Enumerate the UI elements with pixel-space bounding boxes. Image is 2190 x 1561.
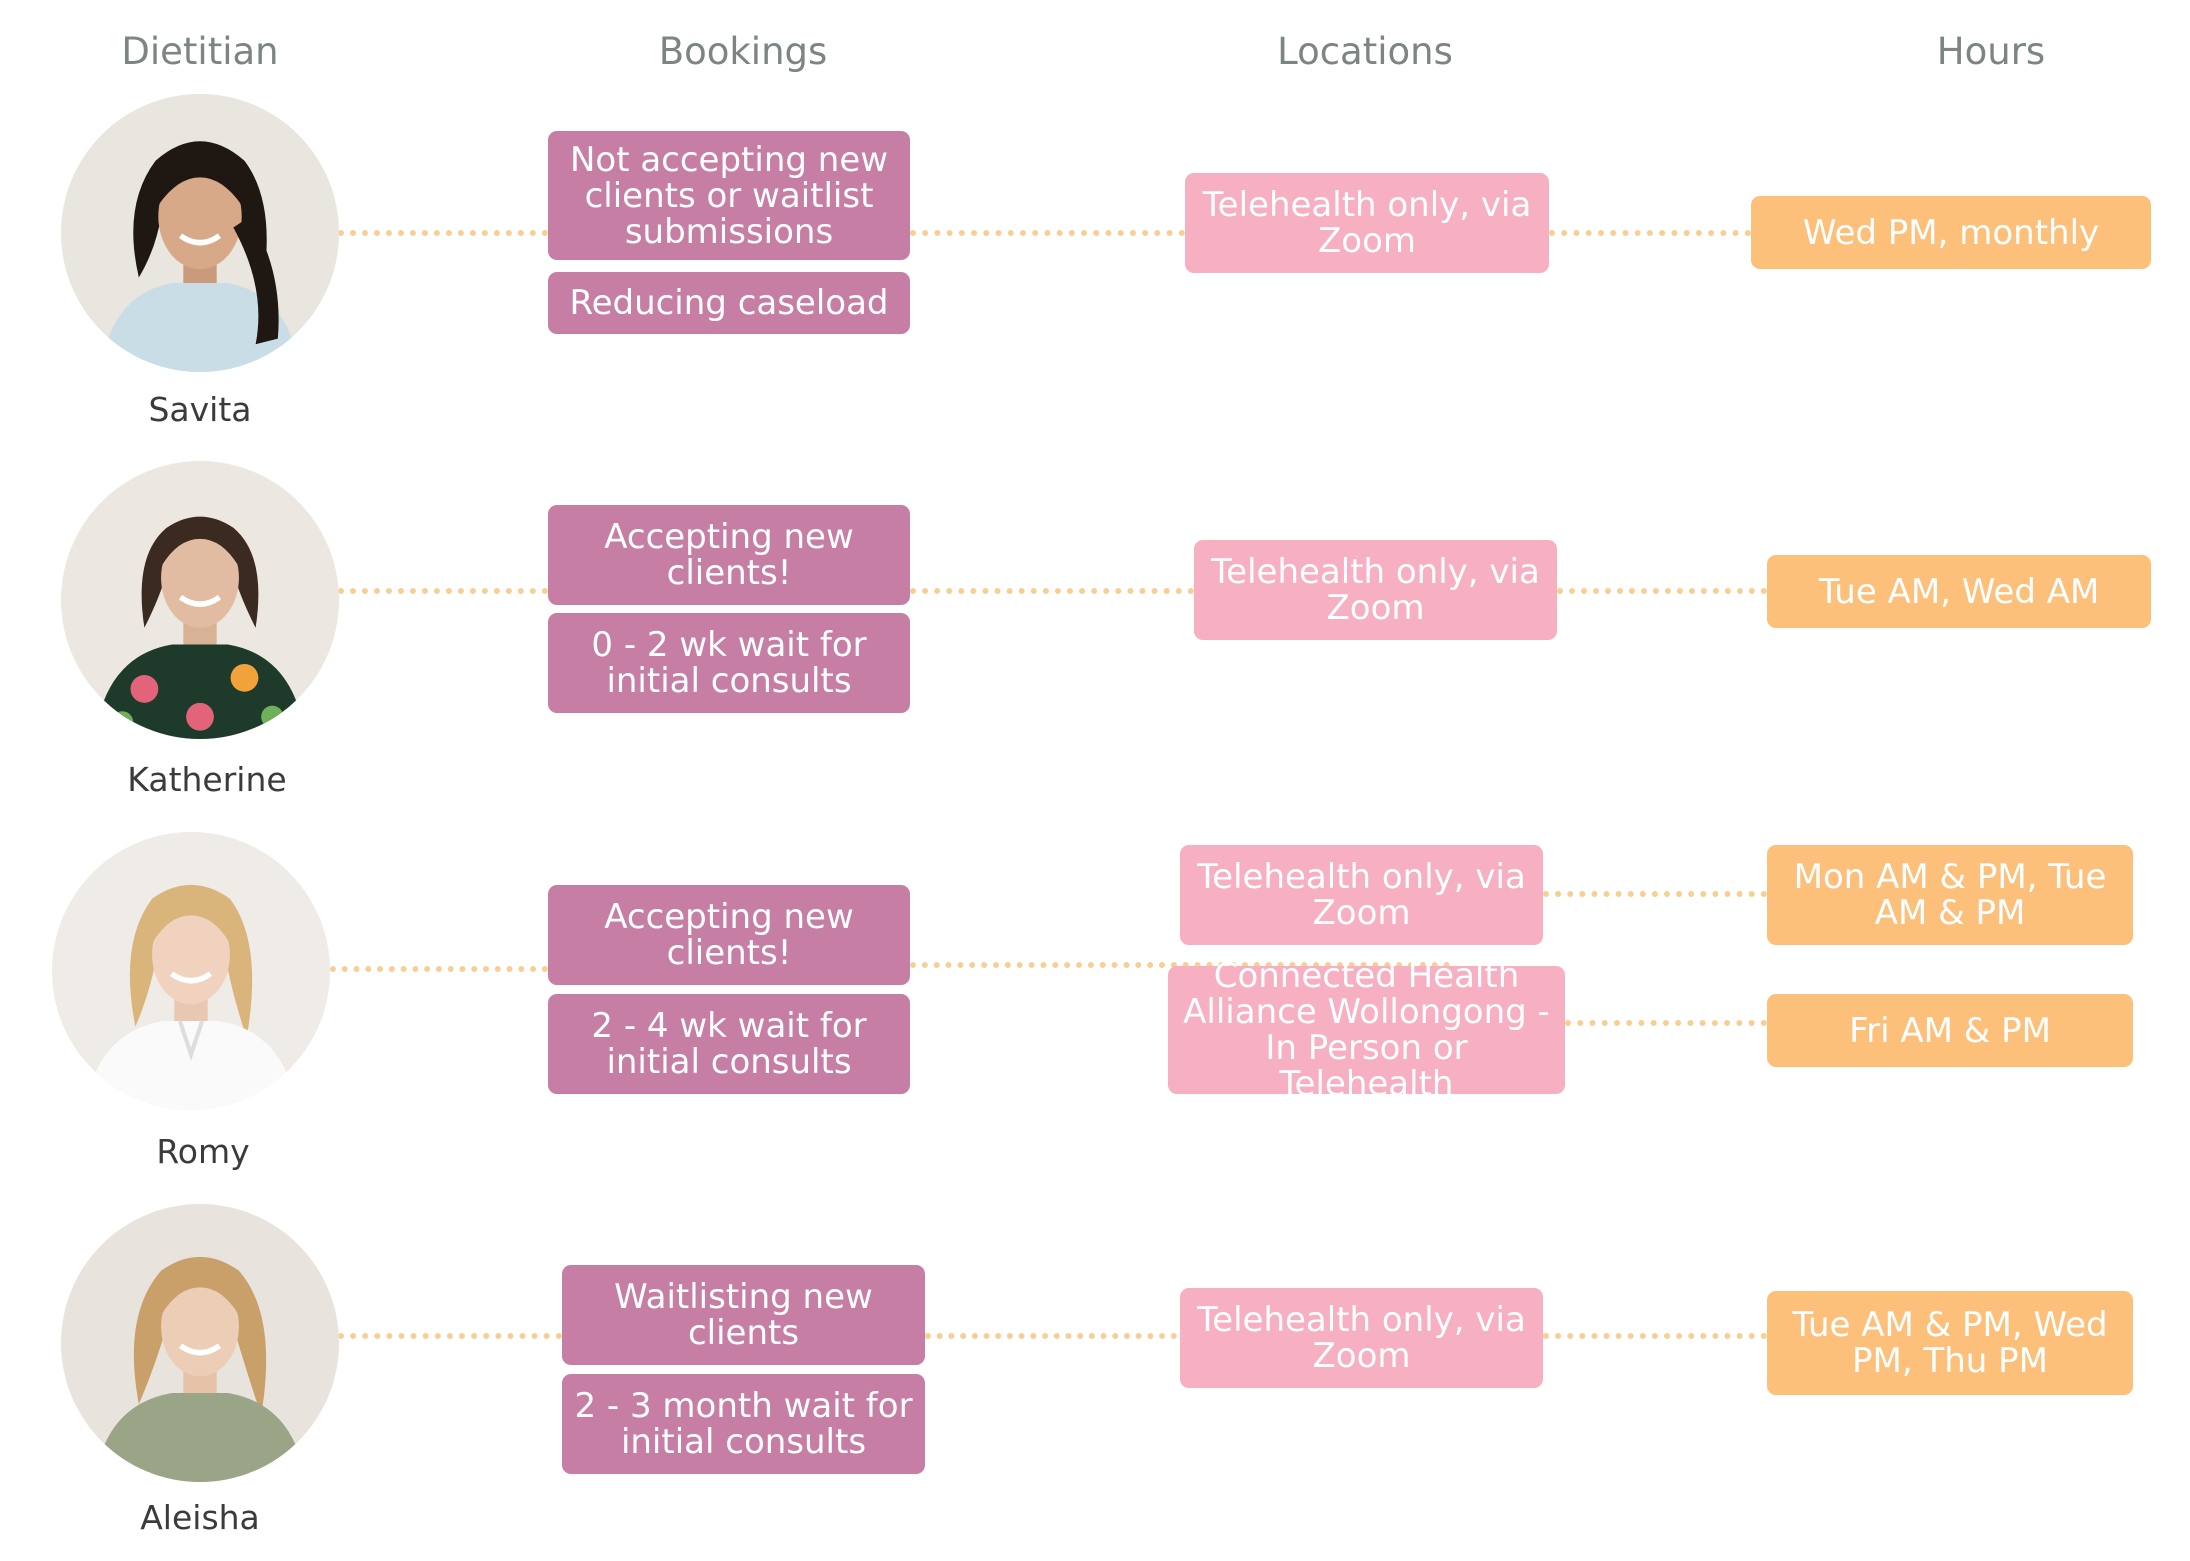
connector-line bbox=[330, 966, 548, 972]
dietitian-name: Savita bbox=[148, 390, 252, 429]
dietitian-name: Romy bbox=[156, 1132, 250, 1171]
header-hours: Hours bbox=[1936, 30, 2046, 73]
hours-box: Tue AM, Wed AM bbox=[1767, 555, 2151, 628]
connector-line bbox=[338, 230, 548, 236]
avatar-romy bbox=[52, 832, 330, 1110]
portrait-icon bbox=[61, 1204, 339, 1482]
location-box: Telehealth only, via Zoom bbox=[1185, 173, 1549, 273]
header-dietitian: Dietitian bbox=[121, 30, 279, 73]
booking-detail: Reducing caseload bbox=[548, 272, 910, 334]
connector-line bbox=[1565, 1020, 1767, 1026]
connector-line bbox=[1543, 891, 1767, 897]
booking-status: Accepting new clients! bbox=[548, 505, 910, 605]
location-box: Connected Health Alliance Wollongong - I… bbox=[1168, 958, 1565, 1102]
booking-status: Not accepting new clients or waitlist su… bbox=[548, 131, 910, 260]
hours-box: Wed PM, monthly bbox=[1751, 196, 2151, 269]
connector-line bbox=[925, 1333, 1177, 1339]
hours-box: Fri AM & PM bbox=[1767, 994, 2133, 1067]
location-box: Telehealth only, via Zoom bbox=[1194, 540, 1557, 640]
portrait-icon bbox=[61, 94, 339, 372]
avatar-katherine bbox=[61, 461, 339, 739]
header-bookings: Bookings bbox=[658, 30, 828, 73]
avatar-savita bbox=[61, 94, 339, 372]
portrait-icon bbox=[52, 832, 330, 1110]
connector-line bbox=[910, 962, 1450, 968]
portrait-icon bbox=[61, 461, 339, 739]
avatar-aleisha bbox=[61, 1204, 339, 1482]
booking-detail: 2 - 3 month wait for initial consults bbox=[562, 1374, 925, 1474]
connector-line bbox=[910, 230, 1185, 236]
connector-line bbox=[910, 588, 1194, 594]
header-locations: Locations bbox=[1277, 30, 1453, 73]
booking-detail: 2 - 4 wk wait for initial consults bbox=[548, 994, 910, 1094]
dietitian-name: Katherine bbox=[127, 760, 287, 799]
connector-line bbox=[1549, 230, 1751, 236]
connector-line bbox=[1543, 1333, 1767, 1339]
booking-status: Accepting new clients! bbox=[548, 885, 910, 985]
location-box: Telehealth only, via Zoom bbox=[1180, 845, 1543, 945]
location-box: Telehealth only, via Zoom bbox=[1180, 1288, 1543, 1388]
connector-line bbox=[1557, 588, 1767, 594]
connector-line bbox=[338, 1333, 562, 1339]
hours-box: Tue AM & PM, Wed PM, Thu PM bbox=[1767, 1291, 2133, 1395]
hours-box: Mon AM & PM, Tue AM & PM bbox=[1767, 845, 2133, 945]
booking-detail: 0 - 2 wk wait for initial consults bbox=[548, 613, 910, 713]
connector-line bbox=[338, 588, 548, 594]
dietitian-name: Aleisha bbox=[140, 1498, 260, 1537]
booking-status: Waitlisting new clients bbox=[562, 1265, 925, 1365]
